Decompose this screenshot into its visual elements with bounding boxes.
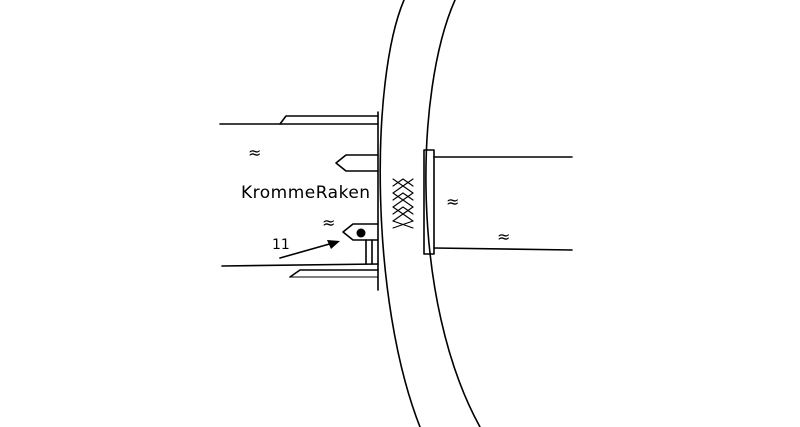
lower-boat (342, 223, 379, 241)
water-symbol-right-lower: ≈ (497, 227, 510, 246)
lock-gate-right (423, 149, 435, 255)
water-symbol-left-lower: ≈ (322, 213, 335, 232)
canal-bank-left (379, 0, 421, 427)
canal-bank-right (425, 0, 481, 427)
water-symbol-right-upper: ≈ (446, 192, 459, 211)
right-waterway-lower-bank (433, 247, 573, 251)
boat-mooring-post (365, 239, 373, 265)
callout-arrow-line (279, 242, 334, 259)
left-waterway-lower-bank (221, 263, 379, 267)
lower-quay-edge (289, 269, 379, 278)
callout-number-label: 11 (272, 237, 290, 253)
upper-boat (335, 154, 379, 172)
gate-crosshatch (392, 178, 414, 229)
upper-quay-edge (279, 115, 379, 125)
boat-marker-dot (356, 228, 366, 238)
callout-arrow-head (327, 240, 340, 249)
water-symbol-left-upper: ≈ (248, 143, 261, 162)
waterway-name-label: KrommeRaken (241, 183, 371, 203)
